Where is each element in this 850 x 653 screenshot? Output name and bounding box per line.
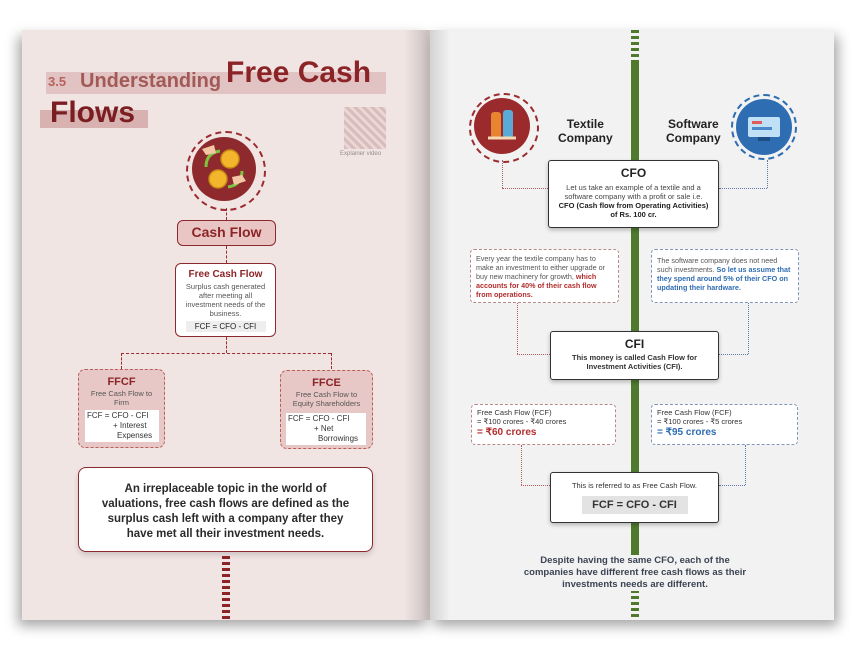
cfi-text: This money is called Cash Flow for Inves… <box>571 353 698 371</box>
connector <box>502 188 548 189</box>
connector <box>719 485 745 486</box>
title-highlight-2 <box>40 110 148 128</box>
textile-fcf-box: Free Cash Flow (FCF) = ₹100 crores - ₹40… <box>471 404 616 445</box>
final-fcf-box: This is referred to as Free Cash Flow. F… <box>550 472 719 523</box>
connector <box>226 337 227 353</box>
cfi-box: CFI This money is called Cash Flow for I… <box>550 331 719 380</box>
textile-fcf-text: Free Cash Flow (FCF) = ₹100 crores - ₹40… <box>472 405 615 442</box>
title-highlight <box>46 72 386 94</box>
ffce-formula-line3: Borrowings <box>318 434 359 443</box>
qr-code[interactable] <box>344 107 386 149</box>
cfo-text-main: Let us take an example of a textile and … <box>564 183 703 201</box>
textile-note-highlight: which accounts for 40% of their cash flo… <box>476 272 597 290</box>
connector <box>748 303 749 354</box>
ffcf-formula: FCF = CFO - CFI + Interest Expenses <box>85 410 159 442</box>
connector <box>121 353 122 369</box>
connector <box>517 303 518 354</box>
ffcf-formula-line2: + Interest <box>113 421 147 430</box>
ffce-heading: FFCE <box>312 377 341 389</box>
book-gutter-shadow <box>404 30 450 620</box>
connector <box>719 188 767 189</box>
software-fcf-result: = ₹95 crores <box>657 427 717 438</box>
ffcf-box: FFCF Free Cash Flow to Firm FCF = CFO - … <box>78 369 165 448</box>
software-icon-ring <box>731 94 797 160</box>
fcf-description: Surplus cash generated after meeting all… <box>185 282 266 318</box>
software-fcf-line1: Free Cash Flow (FCF) <box>657 408 732 417</box>
ffce-box: FFCE Free Cash Flow to Equity Shareholde… <box>280 370 373 449</box>
ffce-description: Free Cash Flow to Equity Shareholders <box>292 390 361 408</box>
textile-icon-ring <box>469 93 539 163</box>
software-label-2: Company <box>666 131 721 145</box>
cfo-text: Let us take an example of a textile and … <box>549 180 718 219</box>
cash-flow-icon <box>192 137 256 201</box>
software-note-highlight: So let us assume that they spend around … <box>657 265 791 283</box>
final-formula: FCF = CFO - CFI <box>581 496 688 514</box>
cash-flow-label: Cash Flow <box>177 220 276 246</box>
decorative-stripe <box>222 556 230 620</box>
textile-label-2: Company <box>558 131 613 145</box>
connector <box>502 160 503 188</box>
software-icon <box>736 99 792 155</box>
fcf-heading: Free Cash Flow <box>188 269 263 280</box>
textile-label-1: Textile <box>566 117 604 131</box>
ffcf-formula-line3: Expenses <box>117 431 153 440</box>
textile-note-main: Every year the textile company has to ma… <box>476 254 606 281</box>
qr-caption: Explainer video <box>340 151 382 157</box>
cfo-text-bold: CFO (Cash flow from Operating Activities… <box>558 201 709 219</box>
software-note-main: The software company does not need such … <box>657 256 778 274</box>
conclusion-text: Despite having the same CFO, each of the… <box>517 555 753 591</box>
page-title-part2: Free Cash <box>226 56 372 89</box>
divider-stripe-top <box>631 30 639 60</box>
software-fcf-box: Free Cash Flow (FCF) = ₹100 crores - ₹5 … <box>651 404 798 445</box>
connector <box>719 354 748 355</box>
ffce-formula-line1: FCF = CFO - CFI <box>288 414 350 423</box>
textile-fcf-line2: = ₹100 crores - ₹40 crores <box>477 417 567 426</box>
software-fcf-text: Free Cash Flow (FCF) = ₹100 crores - ₹5 … <box>652 405 797 442</box>
ffcf-description: Free Cash Flow to Firm <box>90 389 153 407</box>
center-divider <box>631 30 639 620</box>
fcf-formula: FCF = CFO - CFI <box>185 321 266 332</box>
textile-note-tail: from operations. <box>476 290 533 299</box>
connector <box>521 445 522 485</box>
software-label: Software Company <box>666 117 721 145</box>
ffce-formula-line2: + Net <box>314 424 334 433</box>
cfi-heading: CFI <box>624 337 645 351</box>
summary-box: An irreplaceable topic in the world of v… <box>78 467 373 552</box>
page-title-part3: Flows <box>50 96 136 129</box>
ffcf-formula-line1: FCF = CFO - CFI <box>87 411 149 420</box>
summary-text: An irreplaceable topic in the world of v… <box>101 483 350 540</box>
software-fcf-line2: = ₹100 crores - ₹5 crores <box>657 417 743 426</box>
connector <box>745 445 746 485</box>
cfo-heading: CFO <box>620 166 647 180</box>
ffce-formula: FCF = CFO - CFI + Net Borrowings <box>286 413 366 445</box>
software-note-tail: CFO on updating their hardware. <box>657 274 788 292</box>
textile-label: Textile Company <box>558 117 613 145</box>
connector <box>767 160 768 188</box>
ffcf-heading: FFCF <box>107 376 136 388</box>
connector <box>121 353 331 354</box>
final-text: This is referred to as Free Cash Flow. <box>571 481 698 490</box>
textile-fcf-result: = ₹60 crores <box>477 427 537 438</box>
section-number: 3.5 <box>48 74 67 89</box>
connector <box>331 353 332 369</box>
divider-stripe-bottom <box>631 590 639 620</box>
connector <box>226 246 227 263</box>
software-note-text: The software company does not need such … <box>652 250 798 298</box>
connector <box>517 354 550 355</box>
software-investment-note: The software company does not need such … <box>651 249 799 303</box>
software-label-1: Software <box>668 117 719 131</box>
page-title-part1: Understanding <box>80 70 222 92</box>
cfo-box: CFO Let us take an example of a textile … <box>548 160 719 228</box>
free-cash-flow-box: Free Cash Flow Surplus cash generated af… <box>175 263 276 337</box>
connector <box>521 485 550 486</box>
textile-note-text: Every year the textile company has to ma… <box>471 250 618 303</box>
textile-fcf-line1: Free Cash Flow (FCF) <box>477 408 552 417</box>
connector <box>226 208 227 220</box>
textile-investment-note: Every year the textile company has to ma… <box>470 249 619 303</box>
textile-icon <box>474 98 530 154</box>
